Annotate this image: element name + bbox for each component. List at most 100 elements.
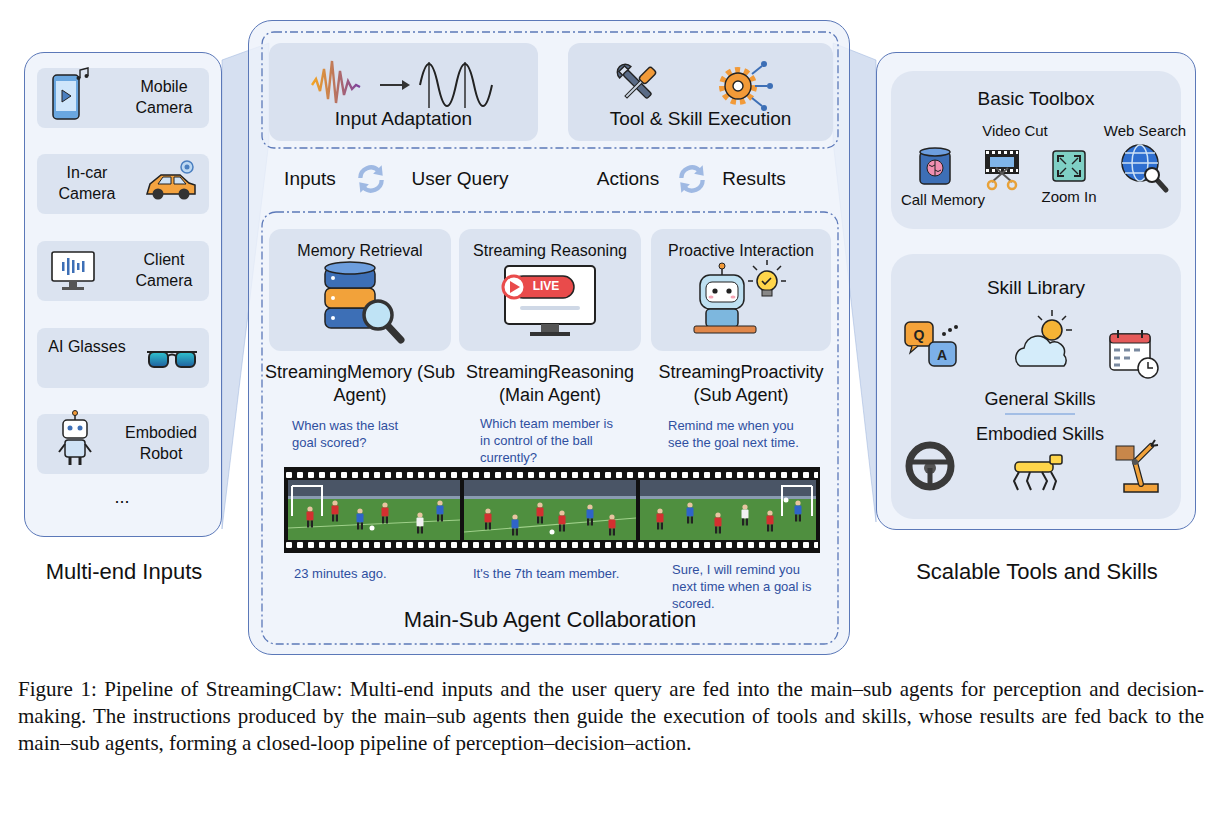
video-cut-icon-part (986, 168, 1018, 174)
cycle-arrows-part (680, 165, 703, 193)
monitor-icon (52, 252, 94, 290)
memory-icon-part (929, 160, 941, 176)
qa-icon-part (954, 325, 958, 329)
node-title: Mobile Camera (123, 77, 205, 119)
waveform-icon-part (420, 64, 492, 106)
web-search-icon-part (1157, 180, 1166, 190)
assistant-robot-icon (694, 260, 786, 333)
steering-wheel-icon-part (909, 445, 951, 487)
film-strip-part (288, 520, 460, 528)
film-strip-part (485, 508, 492, 529)
steering-wheel-icon-part (912, 462, 948, 486)
dashed-group-outline (262, 32, 838, 644)
web-search-icon (1122, 145, 1166, 190)
memory-icon (920, 148, 950, 184)
car-icon (147, 161, 195, 200)
gear-icon-part (733, 81, 743, 91)
database-icon-part (388, 326, 401, 340)
robot-dog-icon (1014, 455, 1062, 490)
robot-arm-icon (1116, 440, 1158, 492)
film-strip-part (640, 480, 816, 540)
film-strip-part (587, 504, 594, 525)
tools-panel: Scalable Tools and SkillsBasic ToolboxSk… (876, 52, 1196, 530)
node-title: Input Adaptation (269, 107, 538, 132)
monitor-icon-part (67, 258, 70, 275)
node-title: AI Glasses (45, 337, 129, 358)
assistant-robot-icon-part (726, 288, 731, 293)
film-strip-part (382, 502, 389, 523)
steering-wheel-icon (909, 445, 951, 487)
film-strip-part (657, 508, 664, 529)
car-icon-part (185, 165, 190, 170)
assistant-robot-icon-part (706, 282, 738, 302)
assistant-robot-icon-part (700, 275, 744, 309)
film-strip-part (286, 469, 818, 479)
live-monitor-icon-part (530, 332, 570, 336)
assistant-robot-icon-part (712, 288, 717, 293)
assistant-robot-icon-part (762, 290, 772, 296)
assistant-robot-icon-part (748, 260, 786, 281)
tools-icon-part-part (638, 66, 656, 84)
figure-caption: Figure 1: Pipeline of StreamingClaw: Mul… (18, 676, 1204, 757)
tools-icon-part-part (614, 61, 631, 78)
input-panel: Multi-end InputsMobile CameraIn-car Came… (24, 52, 222, 537)
video-cut-icon-part (986, 150, 1018, 156)
module-box: Tool & Skill Execution (568, 43, 833, 141)
phone-icon (53, 68, 89, 119)
robot-arm-icon-part (1135, 446, 1151, 484)
calendar-icon (1110, 330, 1158, 378)
glasses-icon (147, 352, 197, 367)
qa-icon-part (929, 342, 956, 366)
general-skills-divider (1005, 414, 1075, 415)
zoom-in-icon-part (1058, 156, 1080, 176)
node-title: Memory Retrieval (269, 241, 451, 262)
phone-icon-part (62, 90, 71, 102)
video-cut-icon-part (988, 181, 996, 189)
database-icon-part (331, 316, 335, 320)
phone-icon-part (85, 74, 89, 78)
film-strip-part (284, 467, 820, 553)
assistant-robot-icon-part (721, 268, 723, 275)
agent-box: Streaming ReasoningStreamingReasoning (M… (459, 229, 641, 351)
node-title: In-car Camera (45, 163, 129, 205)
input-source-box: AI Glasses (37, 328, 209, 388)
glasses-icon-part (176, 352, 195, 367)
node-title: Tool & Skill Execution (568, 107, 833, 132)
monitor-icon-part (77, 263, 80, 270)
film-strip-part (286, 541, 818, 551)
phone-icon-part (56, 81, 76, 111)
assistant-robot-icon-part (694, 326, 756, 333)
film-strip-part (795, 500, 802, 521)
robot-icon-part (70, 457, 80, 465)
database-icon-part (325, 308, 375, 328)
agent-name: StreamingProactivity (Sub Agent) (641, 361, 841, 408)
input-source-box: In-car Camera (37, 154, 209, 214)
robot-icon-part (63, 420, 87, 438)
glasses-icon-part (168, 355, 176, 357)
car-icon-part (181, 161, 193, 173)
gear-icon-part (752, 66, 767, 106)
robot-arm-icon-part (1124, 484, 1158, 492)
agent-name: StreamingMemory (Sub Agent) (260, 361, 460, 408)
video-cut-icon-part (990, 157, 1014, 167)
general-skills-divider-part (1005, 413, 1075, 415)
memory-icon-part (920, 148, 950, 156)
node-title: Scalable Tools and Skills (867, 558, 1207, 587)
database-icon-part (364, 301, 392, 329)
assistant-robot-icon-part (757, 271, 777, 291)
film-strip-part (417, 512, 424, 533)
database-icon-part (325, 262, 375, 274)
film-strip-part (307, 506, 314, 527)
cycle-arrows-part (359, 165, 382, 193)
robot-arm-icon-part (1116, 446, 1134, 460)
zoom-in-icon-part (1053, 151, 1085, 181)
film-strip-part (512, 514, 519, 535)
node-title: Main-Sub Agent Collaboration (249, 606, 851, 635)
module-box: Input Adaptation (269, 43, 538, 141)
tools-icon-part-part (623, 70, 652, 99)
live-monitor-icon-part (503, 276, 525, 298)
tools-icon-part (623, 66, 657, 100)
assistant-robot-icon-part (709, 296, 714, 299)
